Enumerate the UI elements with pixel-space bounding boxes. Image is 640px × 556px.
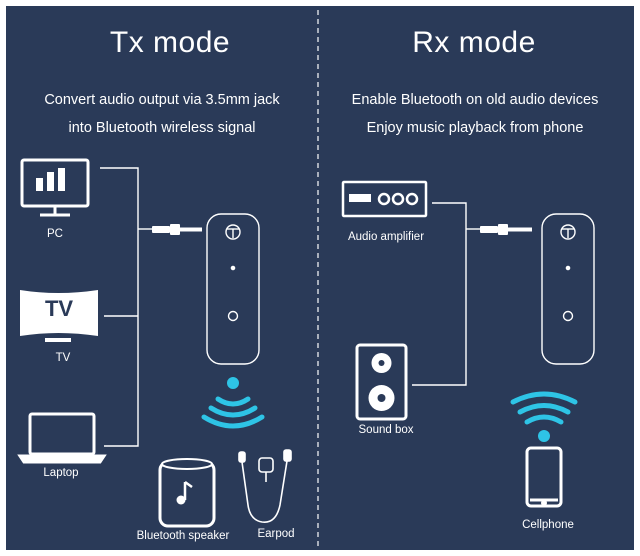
amplifier-icon xyxy=(341,180,428,218)
wifi-icon xyxy=(510,391,578,442)
tx-description-line1: Convert audio output via 3.5mm jack xyxy=(44,92,280,108)
earphones-icon xyxy=(238,449,292,523)
audio-jack-icon xyxy=(480,224,532,235)
pc-label: PC xyxy=(47,228,63,240)
rx-description-line2: Enjoy music playback from phone xyxy=(366,120,584,136)
cellphone-label: Cellphone xyxy=(522,519,574,531)
laptop-icon xyxy=(17,412,107,464)
audio-jack-icon xyxy=(152,224,202,235)
bluetooth-adapter-icon xyxy=(206,213,260,365)
audio-amplifier-label: Audio amplifier xyxy=(347,231,425,243)
sound-box-icon xyxy=(355,343,408,421)
wifi-icon xyxy=(201,377,265,429)
rx-description-line1: Enable Bluetooth on old audio devices xyxy=(351,92,599,108)
tx-connector-lines xyxy=(100,167,152,447)
tx-mode-title: Tx mode xyxy=(109,26,231,59)
laptop-label: Laptop xyxy=(43,467,79,479)
monitor-icon xyxy=(20,158,90,217)
rx-mode-title: Rx mode xyxy=(412,26,536,59)
tv-icon xyxy=(20,290,98,342)
bluetooth-speaker-label: Bluetooth speaker xyxy=(136,530,230,542)
earpod-label: Earpod xyxy=(257,528,295,540)
phone-icon xyxy=(525,446,563,508)
background-panel xyxy=(6,6,634,550)
sound-box-label: Sound box xyxy=(358,424,414,436)
tv-label: TV xyxy=(55,352,71,364)
rx-connector-lines xyxy=(412,202,480,386)
tv-screen-text: TV xyxy=(44,296,74,321)
speaker-icon xyxy=(158,458,216,528)
bluetooth-adapter-icon xyxy=(541,213,595,365)
tx-description-line2: into Bluetooth wireless signal xyxy=(68,120,256,136)
